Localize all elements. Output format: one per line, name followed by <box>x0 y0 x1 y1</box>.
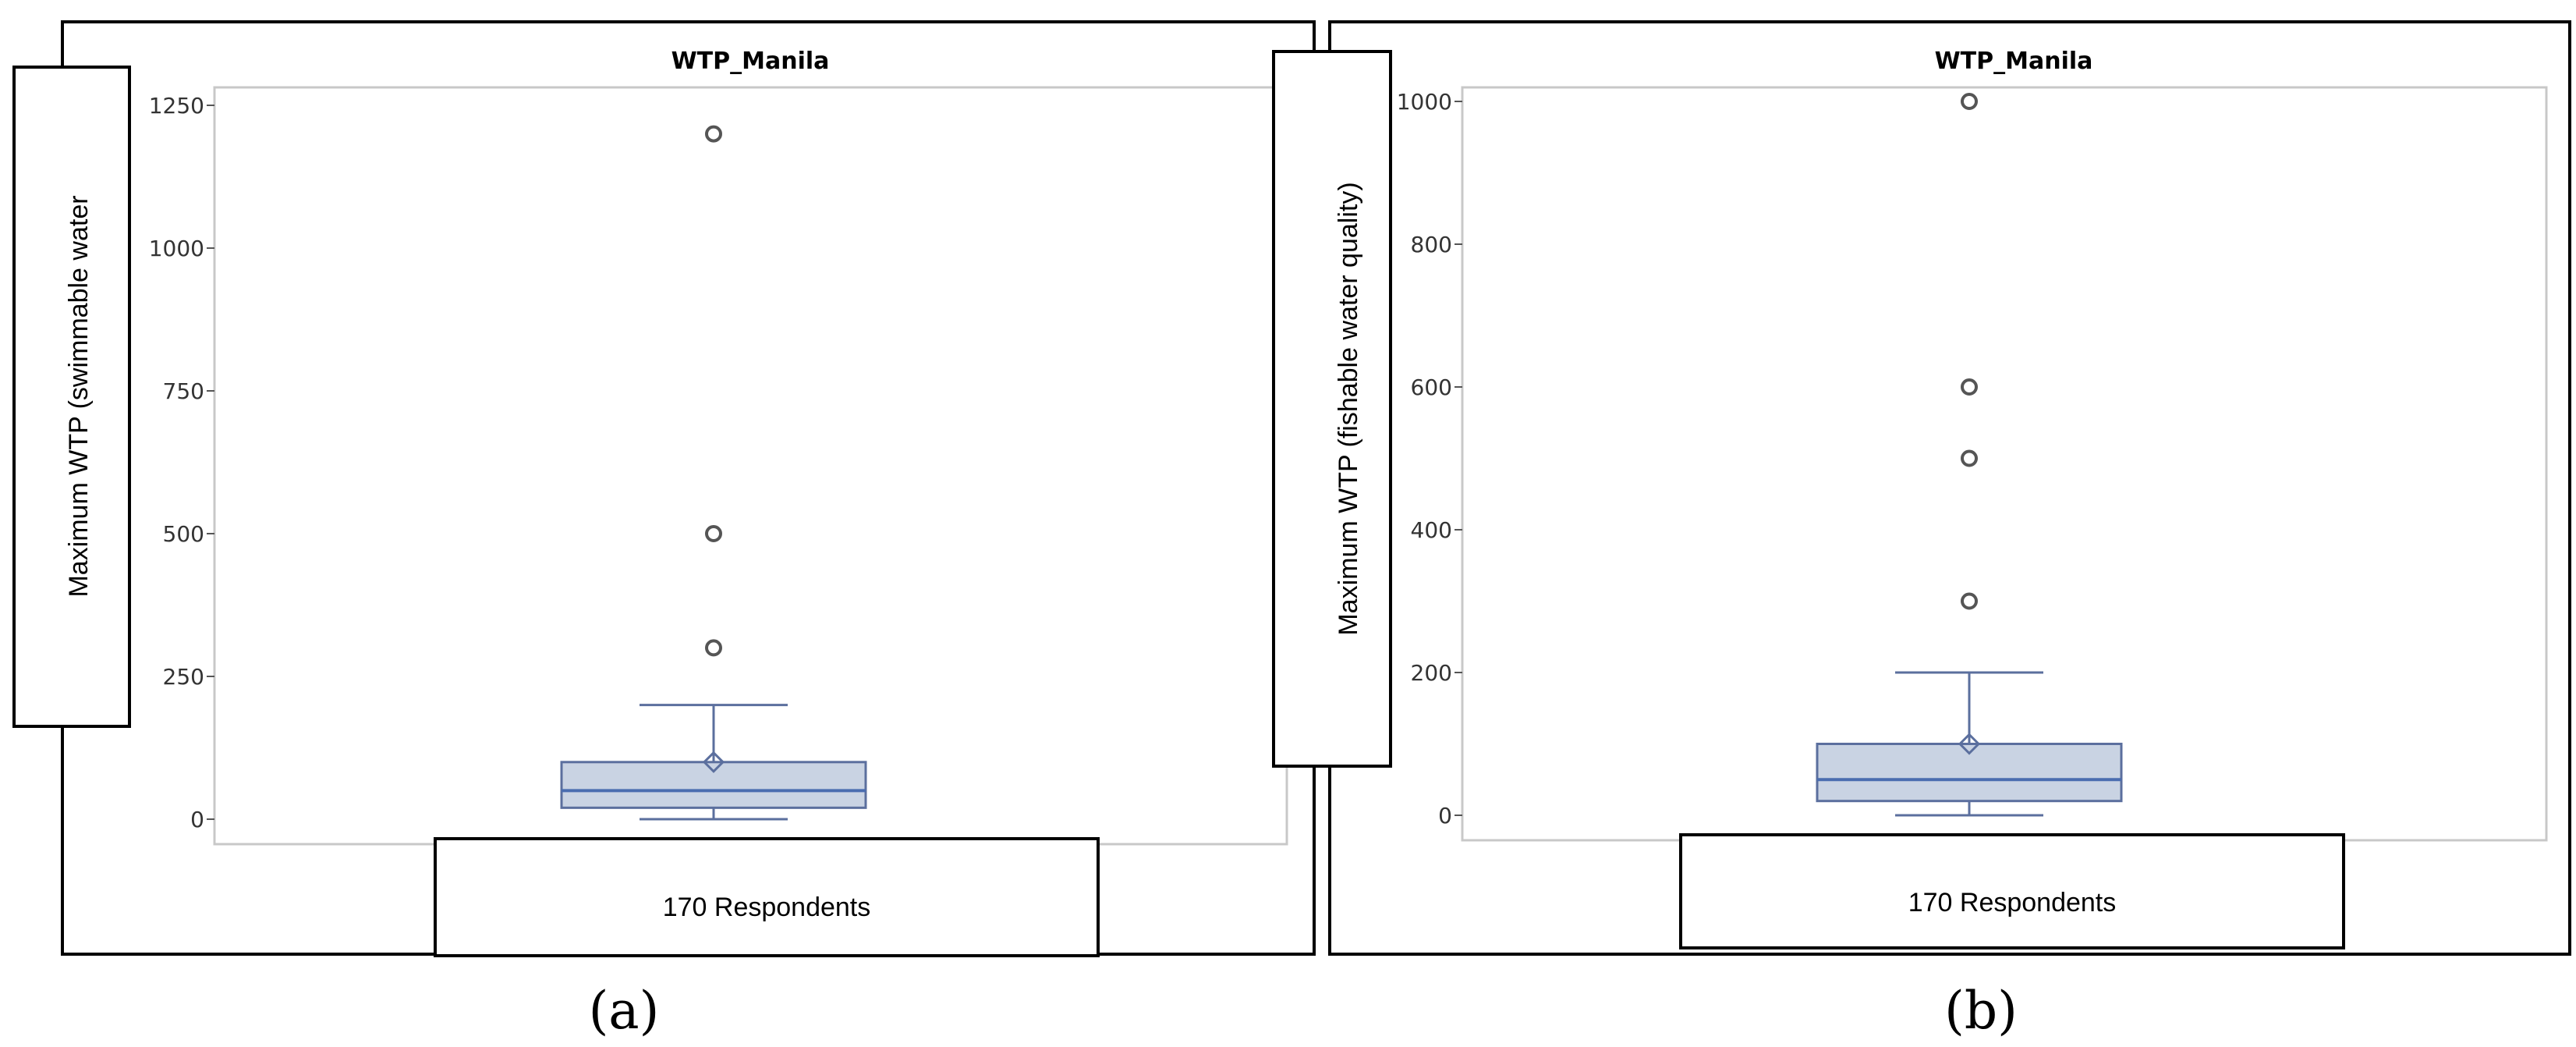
outlier-point <box>1961 93 1978 110</box>
outlier-point <box>705 525 722 542</box>
outlier-point <box>1961 378 1978 396</box>
panel-a-ylabel-box <box>12 66 131 728</box>
panel-b-xlabel: 170 Respondents <box>1908 888 2117 917</box>
y-tick-label: 0 <box>1438 803 1452 829</box>
panel-b-plot-frame <box>1461 86 2548 842</box>
panel-a: WTP_Manila 0 250 500 750 1000 1250 Maximum WT… <box>12 20 1316 1041</box>
panel-a-y-axis: 0 250 500 750 1000 1250 <box>149 93 214 832</box>
panel-b-y-axis: 0 200 400 600 800 1000 <box>1397 89 1462 829</box>
y-tick-label: 1000 <box>149 236 204 261</box>
panel-b-ylabel-box <box>1272 50 1392 768</box>
panel-a-ylabel: Maximum WTP (swimmable water <box>64 195 94 597</box>
panel-a-xlabel: 170 Respondents <box>663 893 871 922</box>
panel-a-title: WTP_Manila <box>671 48 830 75</box>
outlier-point <box>705 639 722 657</box>
panel-a-label: (a) <box>589 981 660 1041</box>
y-tick-label: 800 <box>1411 232 1452 257</box>
mean-marker <box>702 751 725 773</box>
iqr-box <box>560 761 867 809</box>
panel-b-title: WTP_Manila <box>1935 48 2093 75</box>
panel-b: WTP_Manila 0 200 400 600 800 1000 Maximum WTP… <box>1272 20 2571 1041</box>
outlier-point <box>705 125 722 143</box>
panel-a-xlabel-box <box>434 837 1100 957</box>
outlier-point <box>1961 449 1978 467</box>
panel-b-xlabel-box <box>1679 833 2345 949</box>
panel-b-marks <box>1816 93 2123 817</box>
y-tick-label: 600 <box>1411 374 1452 400</box>
panel-b-ylabel: Maximum WTP (fishable water quality) <box>1334 182 1363 635</box>
y-tick-label: 500 <box>163 521 204 547</box>
y-tick-label: 1000 <box>1397 89 1452 115</box>
y-tick-label: 0 <box>190 807 204 832</box>
panel-a-plot-frame <box>213 86 1288 846</box>
y-tick-label: 250 <box>163 664 204 690</box>
y-tick-label: 200 <box>1411 660 1452 686</box>
panel-a-marks <box>560 125 867 821</box>
y-tick-label: 1250 <box>149 93 204 119</box>
panel-b-label: (b) <box>1944 981 2018 1041</box>
mean-marker <box>1958 733 1981 755</box>
y-tick-label: 750 <box>163 378 204 404</box>
y-tick-label: 400 <box>1411 517 1452 543</box>
outlier-point <box>1961 592 1978 610</box>
